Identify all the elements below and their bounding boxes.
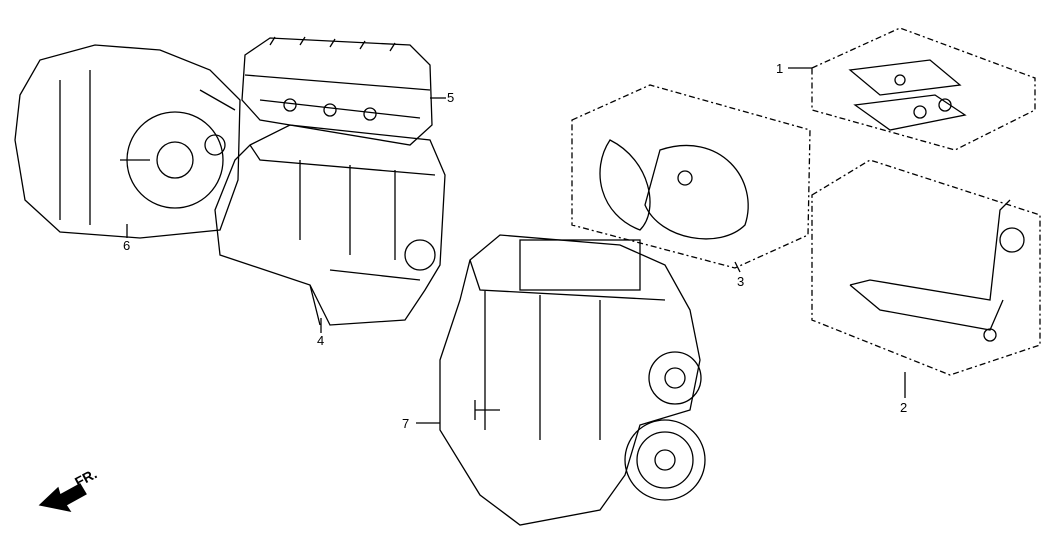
callout-2[interactable]: 2 [900, 400, 908, 415]
gasket-kit-2-drawing[interactable] [811, 159, 1041, 376]
gasket-kit-1-drawing[interactable] [811, 27, 1036, 151]
callout-1[interactable]: 1 [776, 61, 784, 76]
engine-assembly-drawing[interactable] [439, 234, 706, 526]
callout-6[interactable]: 6 [123, 238, 131, 253]
leader-lines [126, 67, 906, 424]
callout-5[interactable]: 5 [447, 90, 455, 105]
transmission-drawing[interactable] [14, 44, 241, 239]
cylinder-head-drawing[interactable] [241, 36, 433, 146]
callout-3[interactable]: 3 [737, 274, 745, 289]
front-direction-arrow-icon [38, 483, 87, 512]
callout-4[interactable]: 4 [317, 333, 325, 348]
gasket-kit-3-drawing[interactable] [571, 84, 811, 269]
callout-7[interactable]: 7 [402, 416, 410, 431]
engine-block-drawing[interactable] [214, 124, 446, 326]
